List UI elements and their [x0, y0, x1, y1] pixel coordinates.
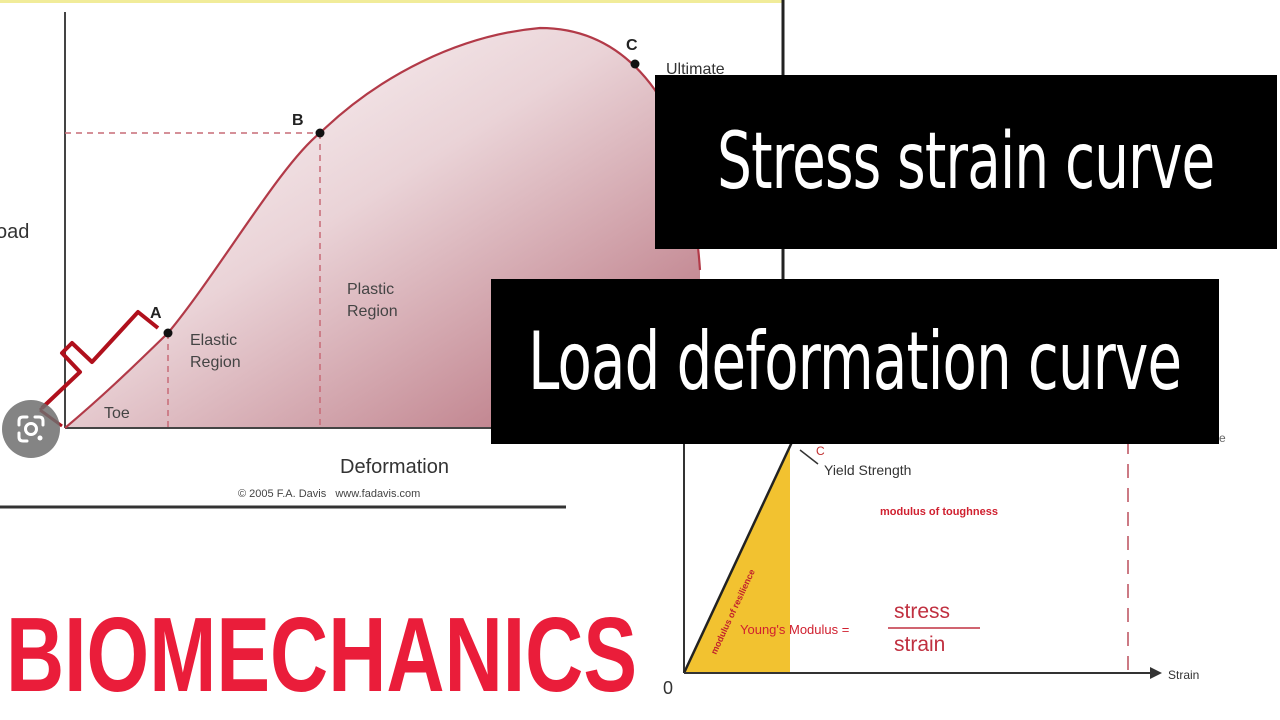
toe-bracket: [40, 310, 160, 410]
toughness-label: modulus of toughness: [880, 506, 998, 518]
stress-strain-chart: C e Yield Strength modulus of toughness …: [663, 431, 1226, 698]
y-axis-label: oad: [0, 221, 29, 243]
biomechanics-heading: BIOMECHANICS: [6, 600, 637, 710]
point-c-label: C: [626, 37, 638, 54]
point-c-right-label: C: [816, 444, 825, 458]
ultimate-label: Ultimate: [666, 61, 725, 78]
chart-frame-top: [0, 0, 783, 3]
point-a-label: A: [150, 305, 162, 322]
load-deformation-title-box: Load deformation curve: [491, 279, 1219, 444]
x-axis-arrow: [1150, 667, 1162, 679]
biomechanics-text: BIOMECHANICS: [6, 596, 638, 714]
google-lens-icon: [17, 415, 45, 443]
stress-strain-title: Stress strain curve: [717, 117, 1215, 207]
elastic-label-line2: Region: [190, 354, 241, 371]
youngs-modulus-label: Young's Modulus =: [740, 622, 849, 637]
stress-fraction-top: stress: [894, 600, 950, 623]
plastic-label-line1: Plastic: [347, 281, 394, 298]
stress-strain-title-box: Stress strain curve: [655, 75, 1277, 249]
edge-letter: e: [1219, 431, 1226, 445]
yield-strength-label: Yield Strength: [824, 462, 911, 478]
x-axis-label: Deformation: [340, 456, 449, 478]
strain-fraction-bottom: strain: [894, 633, 945, 656]
google-lens-button[interactable]: [2, 400, 60, 458]
origin-label: 0: [663, 678, 673, 698]
load-deformation-title: Load deformation curve: [528, 315, 1182, 408]
strain-axis-label: Strain: [1168, 668, 1199, 682]
point-b-label: B: [292, 112, 304, 129]
toe-label: Toe: [104, 405, 130, 422]
point-a-dot: [163, 328, 173, 338]
elastic-label-line1: Elastic: [190, 332, 237, 349]
point-c-dot: [630, 59, 640, 69]
plastic-label-line2: Region: [347, 303, 398, 320]
elastic-line: [682, 441, 794, 674]
copyright-text: © 2005 F.A. Davis www.fadavis.com: [238, 488, 420, 500]
point-b-dot: [315, 128, 325, 138]
yield-pointer: [799, 449, 819, 465]
